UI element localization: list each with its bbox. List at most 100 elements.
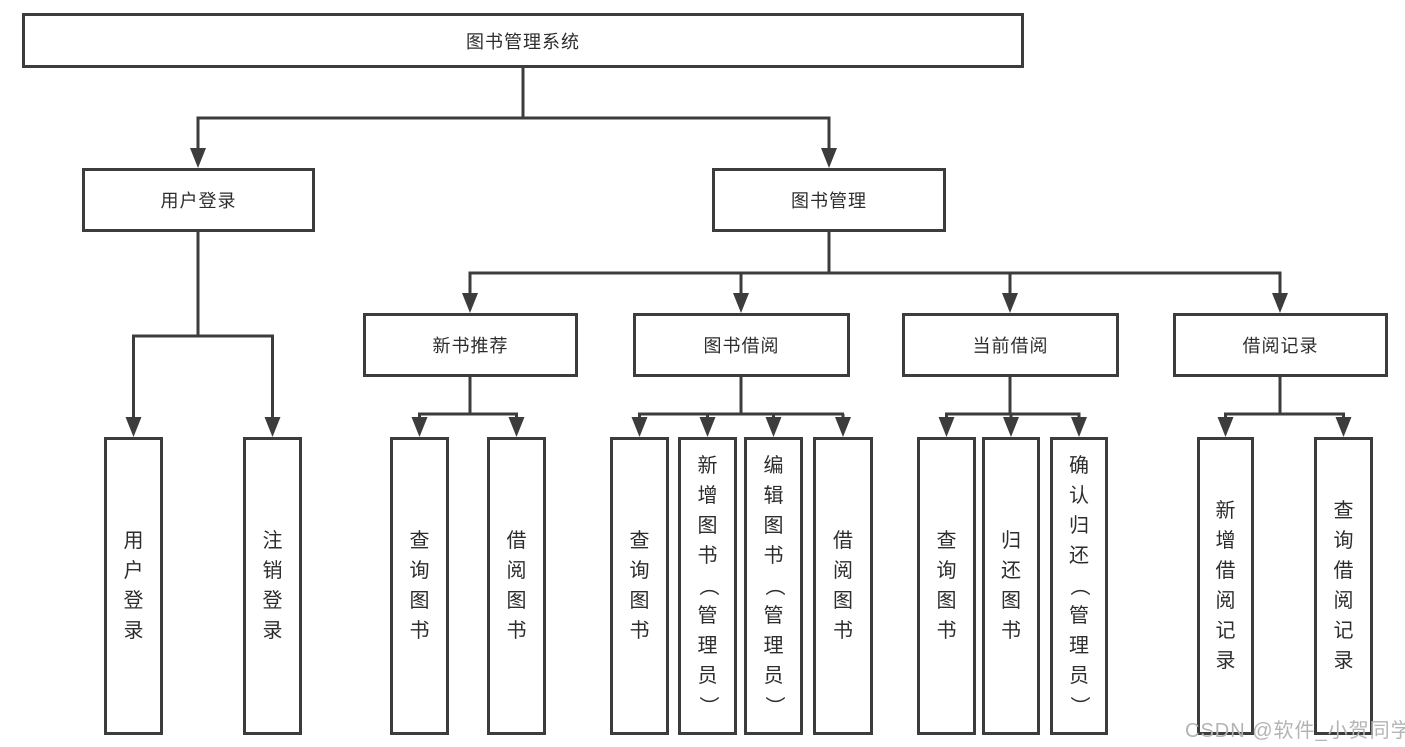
node-user-login: 用户登录 <box>82 168 315 232</box>
vertical-label-char: 询 <box>629 560 650 582</box>
arrow-down-icon <box>125 417 142 437</box>
node-label: 图书管理系统 <box>466 31 580 52</box>
node-borrow-records: 借阅记录 <box>1173 313 1388 377</box>
vertical-label-char: 书 <box>1001 620 1021 642</box>
leaf-br-add-record: 新增借阅记录 <box>1197 437 1254 735</box>
node-current-borrow: 当前借阅 <box>902 313 1119 377</box>
vertical-label-char: ） <box>696 696 719 716</box>
node-book-management: 图书管理 <box>712 168 946 232</box>
vertical-label-char: 查 <box>629 530 650 552</box>
arrow-down-icon <box>821 148 837 168</box>
vertical-label-char: 归 <box>1001 530 1021 552</box>
arrow-down-icon <box>1272 293 1288 313</box>
vertical-label-char: 图 <box>833 590 853 612</box>
arrow-down-icon <box>938 417 955 437</box>
vertical-label-char: 阅 <box>1333 590 1354 612</box>
vertical-label-char: 图 <box>1001 590 1021 612</box>
vertical-label-char: 询 <box>1333 530 1354 552</box>
vertical-label-char: 阅 <box>506 560 527 582</box>
node-label: 图书借阅 <box>703 336 780 356</box>
vertical-label-char: 录 <box>1215 650 1236 672</box>
leaf-logout: 注销登录 <box>243 437 302 735</box>
vertical-label-char: 新 <box>697 455 718 477</box>
arrow-down-icon <box>835 417 851 437</box>
leaf-br-query-record: 查询借阅记录 <box>1314 437 1373 735</box>
vertical-label-char: 书 <box>409 620 430 642</box>
arrow-down-icon <box>631 417 648 437</box>
node-label: 用户登录 <box>160 191 237 211</box>
vertical-label-char: 辑 <box>763 485 784 507</box>
vertical-label-char: 还 <box>1069 545 1089 567</box>
leaf-bb-edit-book-admin: 编辑图书 （ 管理员 ） <box>744 437 803 735</box>
vertical-label-char: （ <box>762 576 785 596</box>
vertical-label-char: 查 <box>1333 500 1354 522</box>
leaf-cb-query-book: 查询图书 <box>917 437 976 735</box>
vertical-label-char: 书 <box>936 620 957 642</box>
vertical-label-char: 管 <box>763 605 784 627</box>
vertical-label-char: 管 <box>697 605 718 627</box>
vertical-label-char: 录 <box>123 620 144 642</box>
vertical-label-char: 书 <box>763 545 784 567</box>
vertical-label-char: 图 <box>936 590 957 612</box>
arrow-down-icon <box>462 293 478 313</box>
arrow-down-icon <box>1217 417 1234 437</box>
vertical-label-char: 销 <box>262 560 283 582</box>
vertical-label-char: 记 <box>1333 620 1354 642</box>
vertical-label-char: 理 <box>1069 635 1089 657</box>
vertical-label-char: 查 <box>936 530 957 552</box>
vertical-label-char: 员 <box>763 665 784 687</box>
vertical-label-char: 图 <box>697 515 718 537</box>
node-label: 借阅记录 <box>1242 336 1319 356</box>
arrow-down-icon <box>508 417 525 437</box>
vertical-label-char: 理 <box>763 635 784 657</box>
vertical-label-char: ） <box>1068 696 1090 716</box>
vertical-label-char: 增 <box>1215 530 1236 552</box>
vertical-label-char: 确 <box>1069 455 1089 477</box>
csdn-watermark: CSDN @软件_小贺同学 <box>1185 720 1405 742</box>
vertical-label-char: 借 <box>506 530 527 552</box>
arrow-down-icon <box>765 417 782 437</box>
vertical-label-char: 增 <box>697 485 718 507</box>
vertical-label-char: （ <box>1068 576 1090 596</box>
vertical-label-char: 图 <box>763 515 784 537</box>
vertical-label-char: 登 <box>262 590 283 612</box>
vertical-label-char: 书 <box>833 620 853 642</box>
arrow-down-icon <box>1002 293 1018 313</box>
vertical-label-char: 用 <box>123 530 144 552</box>
vertical-label-char: 理 <box>697 635 718 657</box>
leaf-cb-confirm-return-admin: 确认归还（管理员） <box>1050 437 1108 735</box>
vertical-label-char: 注 <box>262 530 283 552</box>
node-root-system: 图书管理系统 <box>22 13 1024 68</box>
vertical-label-char: 询 <box>409 560 430 582</box>
arrowheads <box>125 148 1352 437</box>
arrow-down-icon <box>1003 417 1019 437</box>
vertical-label-char: 录 <box>262 620 283 642</box>
vertical-label-char: 借 <box>1333 560 1354 582</box>
leaf-bb-borrow-book: 借阅图书 <box>813 437 873 735</box>
vertical-label-char: 归 <box>1069 515 1089 537</box>
vertical-label-char: 书 <box>629 620 650 642</box>
vertical-label-char: 图 <box>409 590 430 612</box>
vertical-label-char: （ <box>696 576 719 596</box>
node-label: 当前借阅 <box>972 336 1049 356</box>
vertical-label-char: 员 <box>697 665 718 687</box>
leaf-bb-query-book: 查询图书 <box>610 437 669 735</box>
arrow-down-icon <box>1071 417 1087 437</box>
vertical-label-char: 阅 <box>1215 590 1236 612</box>
vertical-label-char: 阅 <box>833 560 853 582</box>
vertical-label-char: 还 <box>1001 560 1021 582</box>
vertical-label-char: 录 <box>1333 650 1354 672</box>
leaf-rec-borrow-book: 借阅图书 <box>487 437 546 735</box>
node-label: 新书推荐 <box>432 336 509 356</box>
vertical-label-char: 书 <box>697 545 718 567</box>
vertical-label-char: 登 <box>123 590 144 612</box>
vertical-label-char: 编 <box>763 455 784 477</box>
arrow-down-icon <box>699 417 716 437</box>
leaf-user-login: 用户登录 <box>104 437 163 735</box>
vertical-label-char: 新 <box>1215 500 1236 522</box>
vertical-label-char: ） <box>762 696 785 716</box>
leaf-bb-add-book-admin: 新增图书 （ 管理员 ） <box>678 437 737 735</box>
node-new-book-recommend: 新书推荐 <box>363 313 578 377</box>
leaf-cb-return-book: 归还图书 <box>982 437 1040 735</box>
